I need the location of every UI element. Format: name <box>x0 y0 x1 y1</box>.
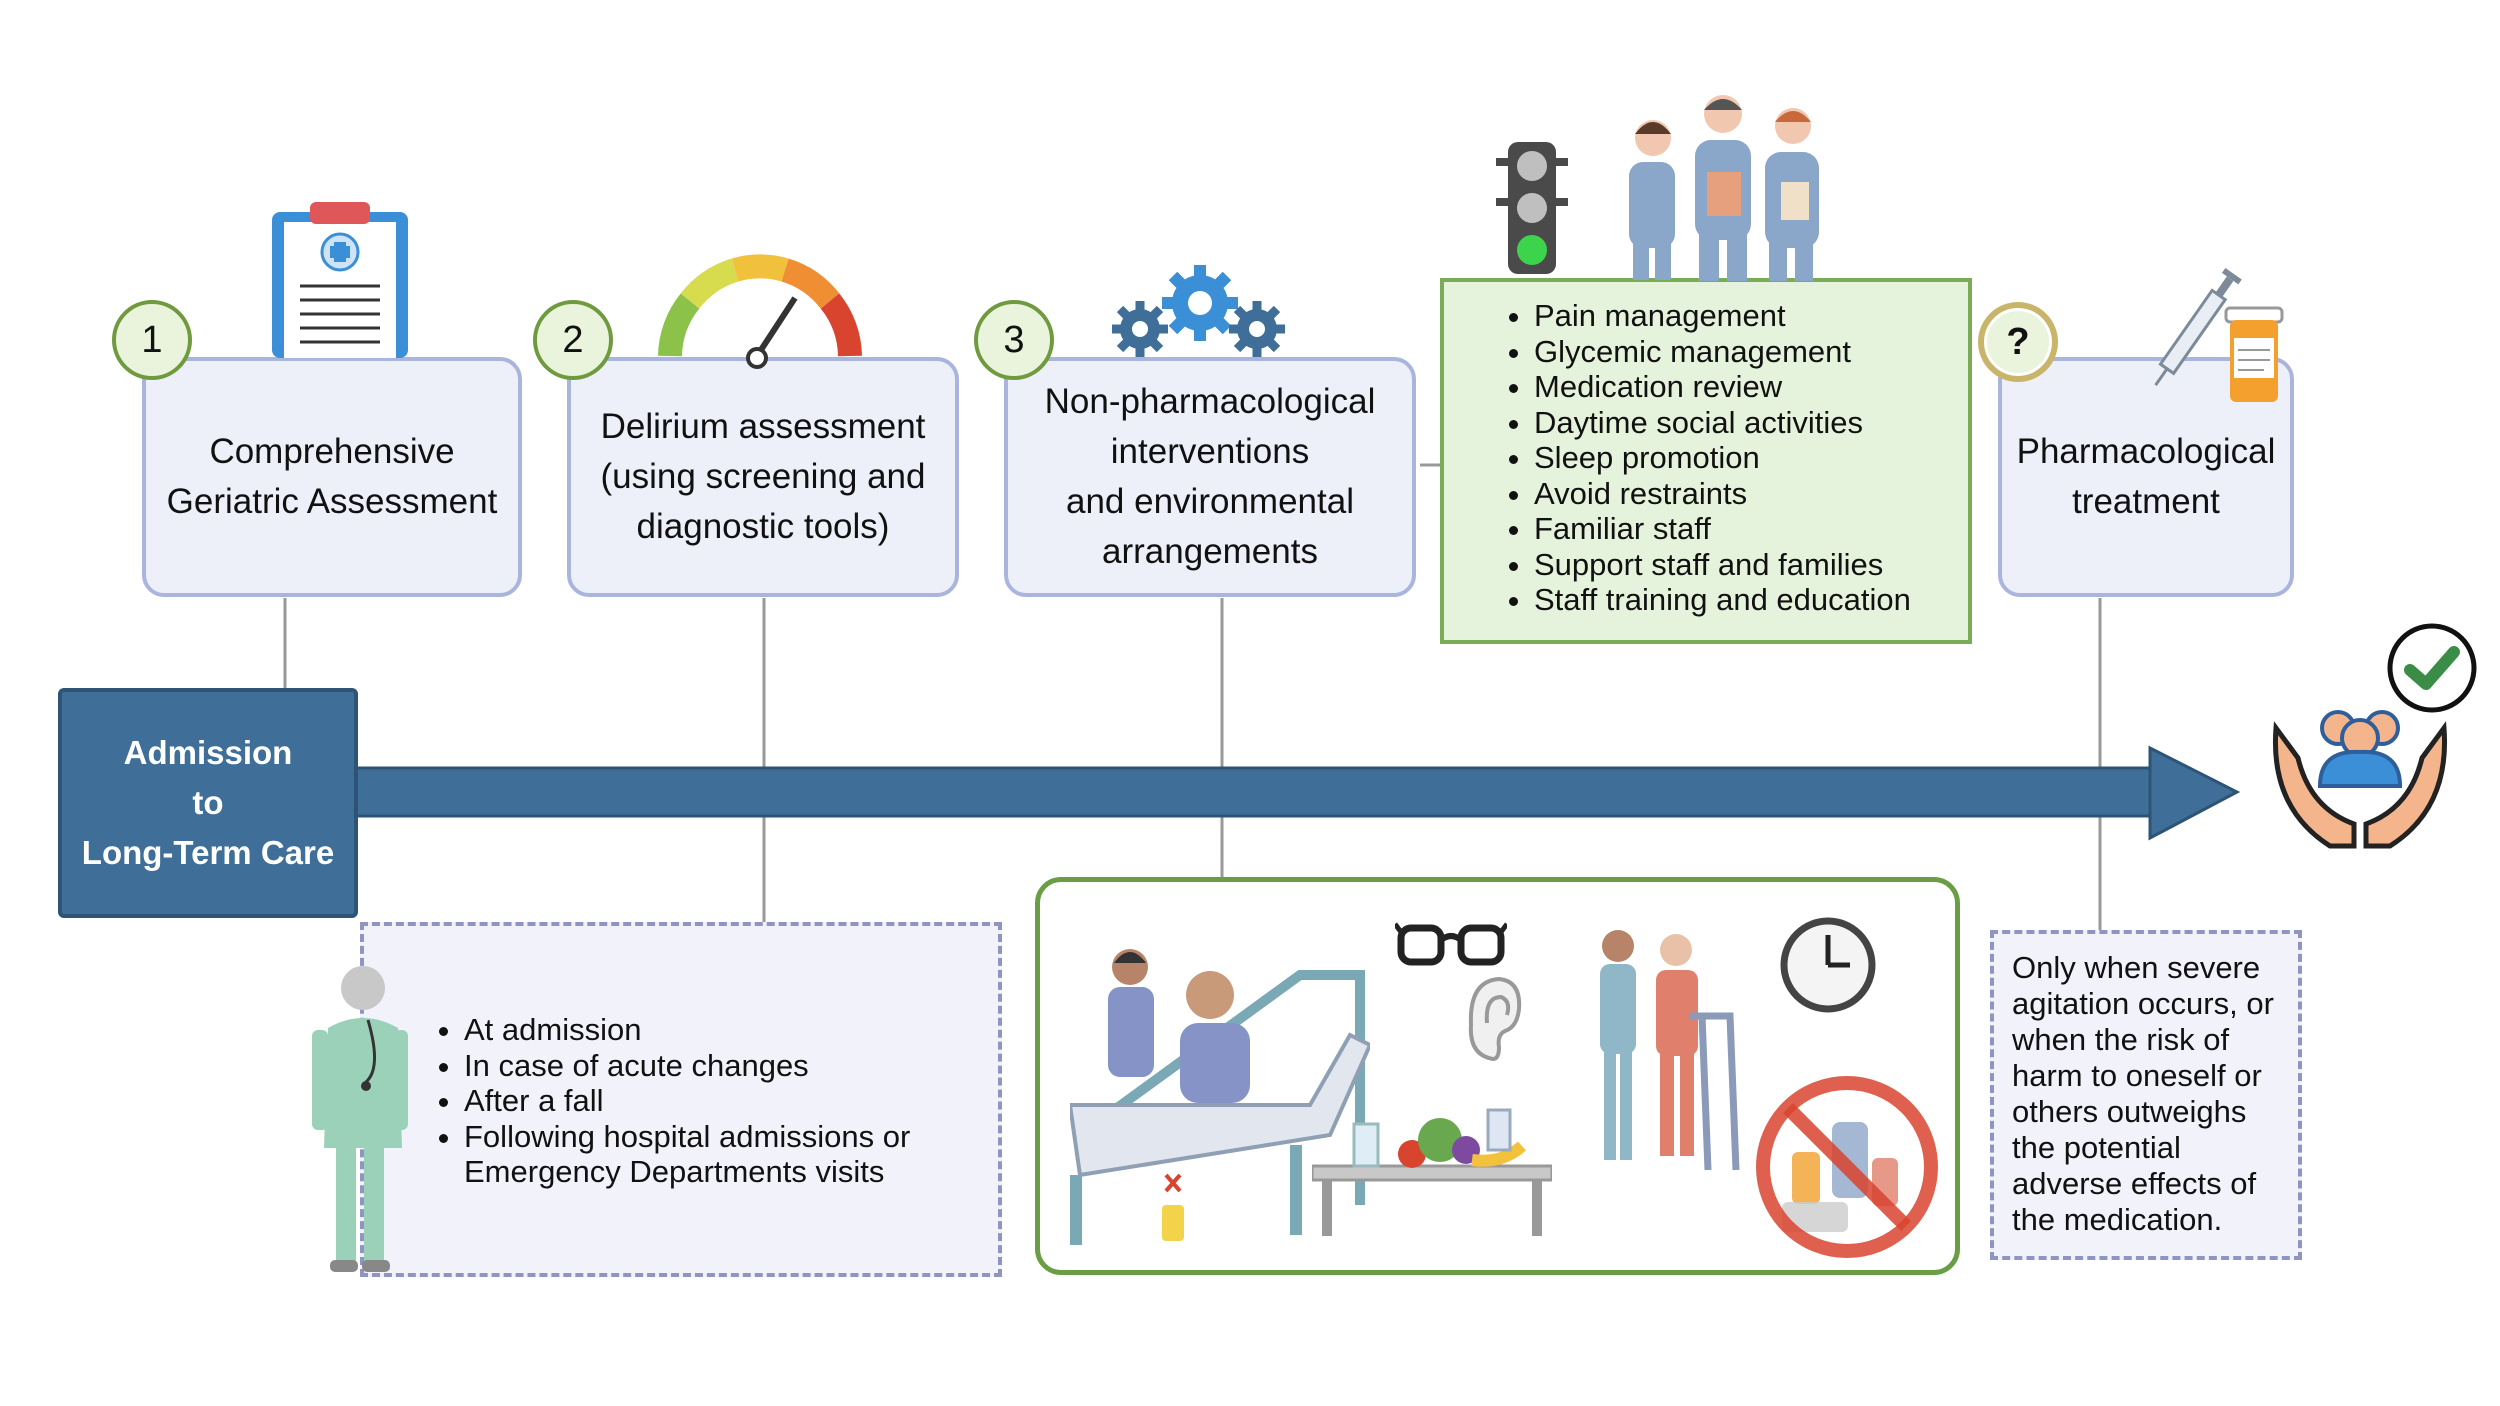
checkmark-icon <box>2387 623 2477 713</box>
list-item: Daytime social activities <box>1534 405 1968 441</box>
timeline-arrow <box>348 745 2241 841</box>
syringe-pill-bottle-icon <box>2154 268 2284 402</box>
step-number-text: 3 <box>1003 318 1025 361</box>
pharmacological-note-box: Only when severe agitation occurs, or wh… <box>1990 930 2302 1260</box>
list-item: Staff training and education <box>1534 582 1968 618</box>
interventions-list-box: Pain management Glycemic management Medi… <box>1440 278 1972 644</box>
step-box-non-pharmacological: Non-pharmacological interventions and en… <box>1004 357 1416 597</box>
list-item: Pain management <box>1534 298 1968 334</box>
step-box-delirium-assessment: Delirium assessment (using screening and… <box>567 357 959 597</box>
assessment-timing-box: At admission In case of acute changes Af… <box>360 922 1002 1277</box>
traffic-light-icon <box>1496 142 1568 274</box>
admission-box: Admission to Long-Term Care <box>58 688 358 918</box>
list-item: Familiar staff <box>1534 511 1968 547</box>
step-number-text: 2 <box>562 318 584 361</box>
interventions-list: Pain management Glycemic management Medi… <box>1444 282 1968 618</box>
list-item: Support staff and families <box>1534 547 1968 583</box>
ear-icon <box>1468 976 1522 1062</box>
list-item: Following hospital admissions or Emergen… <box>464 1119 998 1190</box>
step-number-question: ? <box>1978 302 2058 382</box>
step-label: Delirium assessment (using screening and… <box>600 407 926 546</box>
list-item: Medication review <box>1534 369 1968 405</box>
clock-icon <box>1780 917 1876 1013</box>
step-label: Non-pharmacological interventions and en… <box>1044 382 1376 571</box>
walker-assist-icon <box>1600 930 1740 1171</box>
pharmacological-note: Only when severe agitation occurs, or wh… <box>2012 950 2274 1237</box>
step-number-3: 3 <box>974 300 1054 380</box>
patient-bed-icon <box>1070 949 1370 1245</box>
nurse-figure-icon <box>312 966 408 1272</box>
connector-lines <box>283 463 2102 930</box>
clipboard-icon <box>272 202 408 358</box>
admission-label: Admission to Long-Term Care <box>81 734 335 871</box>
step-number-text: 1 <box>141 318 163 361</box>
hands-holding-people-icon <box>2272 710 2448 849</box>
list-item: Glycemic management <box>1534 334 1968 370</box>
step-box-comprehensive-assessment: Comprehensive Geriatric Assessment <box>142 357 522 597</box>
list-item: Avoid restraints <box>1534 476 1968 512</box>
glasses-icon <box>1395 922 1507 966</box>
list-item: Sleep promotion <box>1534 440 1968 476</box>
list-item: After a fall <box>464 1083 998 1119</box>
list-item: In case of acute changes <box>464 1048 998 1084</box>
gears-icon <box>1112 265 1285 357</box>
assessment-timing-list: At admission In case of acute changes Af… <box>364 1012 998 1190</box>
no-medication-icon <box>1756 1076 1938 1258</box>
list-item: At admission <box>464 1012 998 1048</box>
medical-staff-icon <box>1629 95 1819 281</box>
step-number-2: 2 <box>533 300 613 380</box>
step-label: Comprehensive Geriatric Assessment <box>166 432 498 521</box>
step-number-text: ? <box>2006 320 2030 363</box>
step-label: Pharmacological treatment <box>2016 432 2276 521</box>
step-number-1: 1 <box>112 300 192 380</box>
gauge-icon <box>658 254 862 369</box>
food-table-icon <box>1312 1108 1552 1236</box>
